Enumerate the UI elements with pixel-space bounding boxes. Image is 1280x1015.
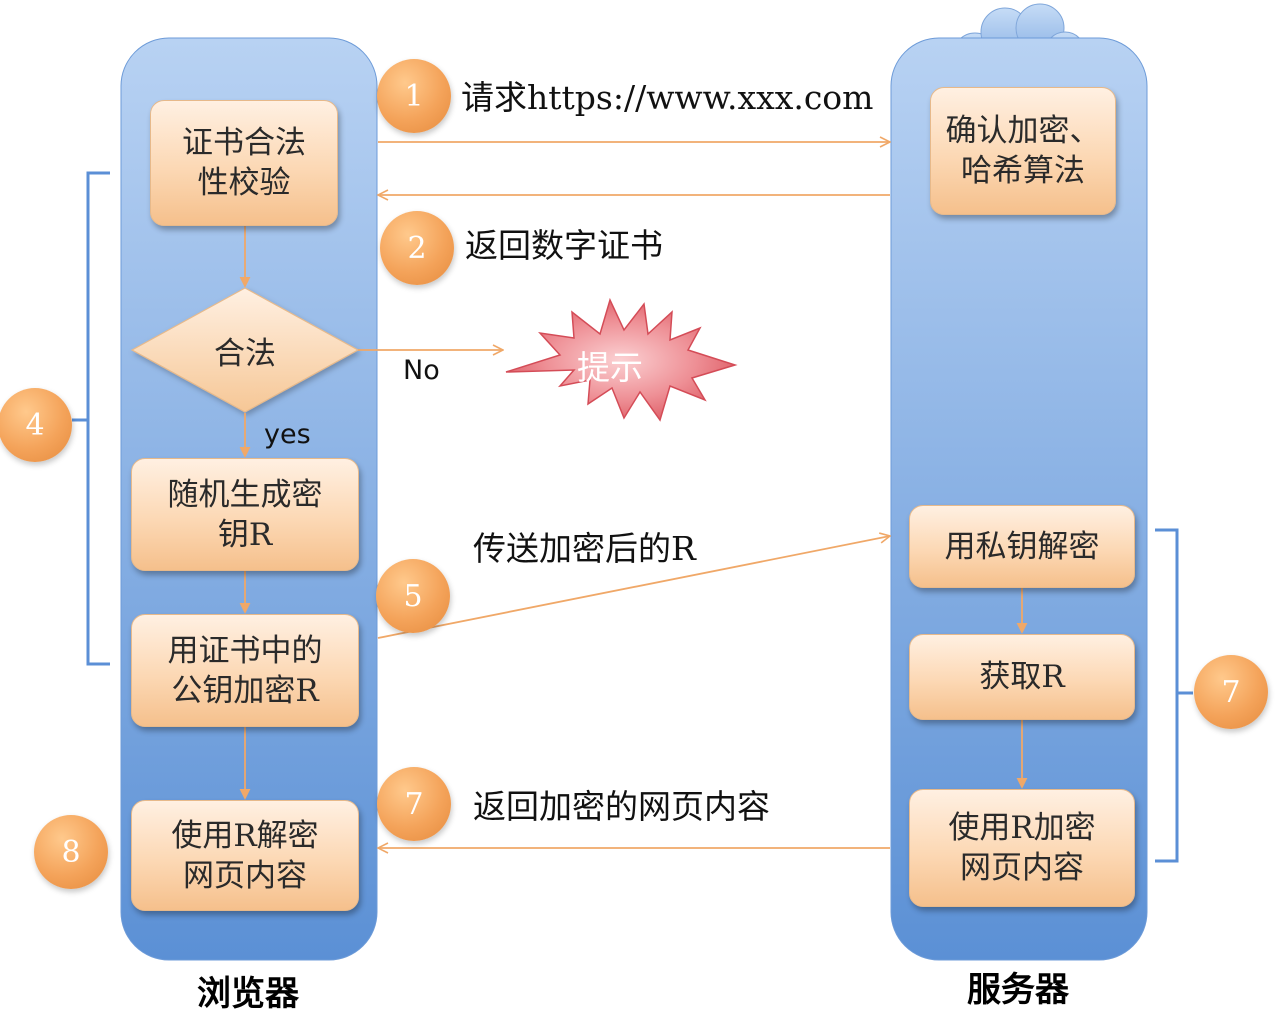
private-decrypt-box: 用私钥解密 <box>909 505 1135 588</box>
left-bracket <box>72 171 110 666</box>
step-7-badge: 7 <box>377 767 451 841</box>
step-5-badge: 5 <box>376 559 450 633</box>
legal-diamond <box>130 287 360 413</box>
encrypt-key-box: 用证书中的 公钥加密R <box>131 614 359 727</box>
step-8-badge: 8 <box>34 815 108 889</box>
alert-starburst <box>505 297 738 422</box>
step-4-badge: 4 <box>0 388 72 462</box>
arrow-send-key <box>377 536 890 639</box>
step-7-label: 返回加密的网页内容 <box>473 787 770 826</box>
server-lane <box>890 37 1148 961</box>
step-7-server-badge: 7 <box>1194 655 1268 729</box>
yes-label: yes <box>264 419 311 450</box>
right-bracket <box>1155 528 1193 863</box>
browser-column-title: 浏览器 <box>197 974 299 1014</box>
step-1-label: 请求https://www.xxx.com <box>461 78 874 117</box>
no-label: No <box>403 355 440 386</box>
decrypt-page-box: 使用R解密 网页内容 <box>131 800 359 911</box>
step-5-label: 传送加密后的R <box>473 529 696 568</box>
cert-check-box: 证书合法 性校验 <box>150 100 338 226</box>
server-column-title: 服务器 <box>967 970 1069 1010</box>
step-2-label: 返回数字证书 <box>465 226 663 265</box>
confirm-algo-box: 确认加密、 哈希算法 <box>930 87 1116 215</box>
alert-label: 提示 <box>577 348 643 387</box>
legal-label: 合法 <box>214 335 276 372</box>
step-1-badge: 1 <box>377 59 451 133</box>
encrypt-page-box: 使用R加密 网页内容 <box>909 789 1135 907</box>
gen-key-box: 随机生成密 钥R <box>131 458 359 571</box>
step-2-badge: 2 <box>380 211 454 285</box>
get-key-box: 获取R <box>909 634 1135 720</box>
